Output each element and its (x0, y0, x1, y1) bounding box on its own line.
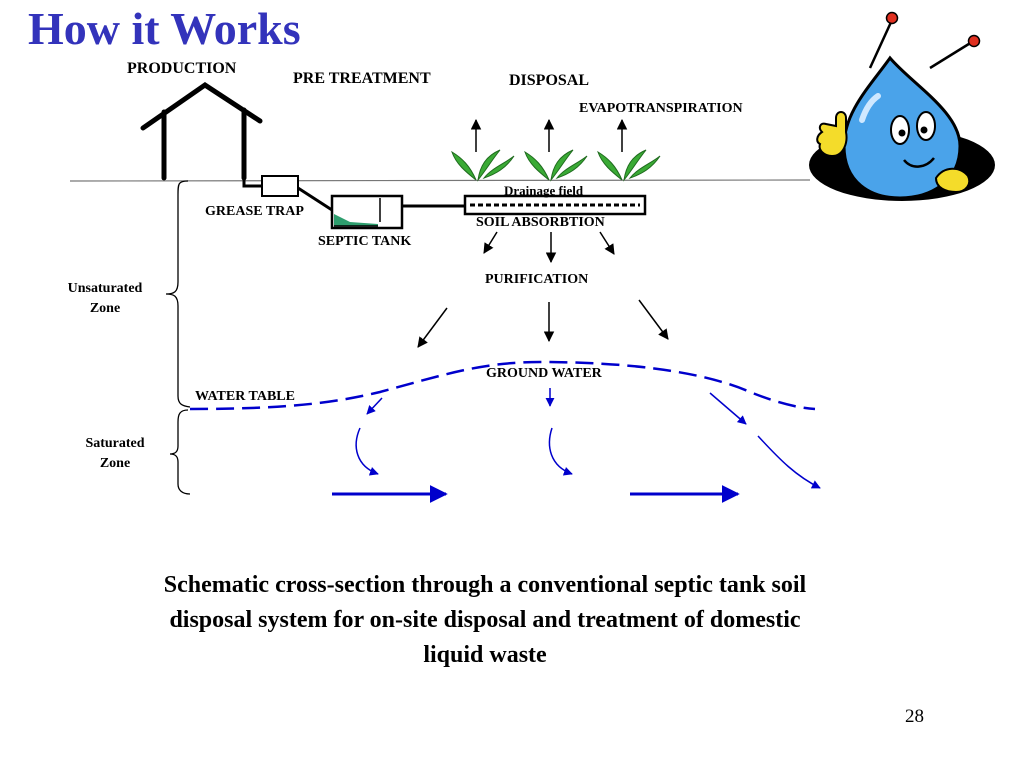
septic-tank (330, 194, 404, 230)
plant-icon (451, 149, 515, 182)
drainage-field-label: Drainage field (504, 183, 584, 198)
soil-absorption-label: SOIL ABSORBTION (476, 215, 605, 230)
ground-water-label: GROUND WATER (486, 366, 602, 381)
pre-treatment-label: PRE TREATMENT (293, 70, 431, 87)
unsaturated-zone-label-line: Unsaturated (67, 281, 143, 296)
unsaturated-zone-label-line: Zone (89, 301, 121, 316)
saturated-zone-label-line: Zone (99, 456, 131, 471)
ground-surface-line (69, 179, 811, 182)
production-label: PRODUCTION (127, 60, 237, 77)
saturated-zone-label-line: Saturated (85, 436, 145, 451)
water-table-line (189, 360, 816, 411)
soil-absorption-arrows (483, 231, 615, 264)
page-number: 28 (905, 706, 924, 727)
house-icon (140, 81, 263, 181)
groundwater-flow-arrows (355, 388, 821, 489)
purification-label: PURIFICATION (485, 272, 589, 287)
water-drop-mascot-icon (809, 11, 995, 201)
grease-trap (261, 175, 299, 197)
evapotranspiration-label: EVAPOTRANSPIRATION (579, 101, 743, 116)
unsaturated-zone-label: Unsaturated Zone (50, 279, 160, 319)
saturated-zone-label: Saturated Zone (60, 434, 170, 474)
evapotranspiration-arrows (470, 118, 628, 152)
septic-tank-label: SEPTIC TANK (318, 234, 412, 249)
plant-icon (524, 149, 588, 182)
plant-icon (597, 149, 661, 182)
drainage-field-pipe (463, 194, 647, 216)
water-table-label: WATER TABLE (195, 389, 295, 404)
unsaturated-zone-brace (165, 180, 191, 408)
figure-caption: Schematic cross-section through a conven… (163, 572, 807, 668)
saturated-zone-brace (169, 409, 191, 495)
slide-title: How it Works (28, 3, 301, 54)
grease-trap-label: GREASE TRAP (205, 204, 304, 219)
disposal-label: DISPOSAL (509, 72, 590, 89)
sewer-pipe (242, 178, 465, 212)
purification-arrows (417, 299, 669, 348)
